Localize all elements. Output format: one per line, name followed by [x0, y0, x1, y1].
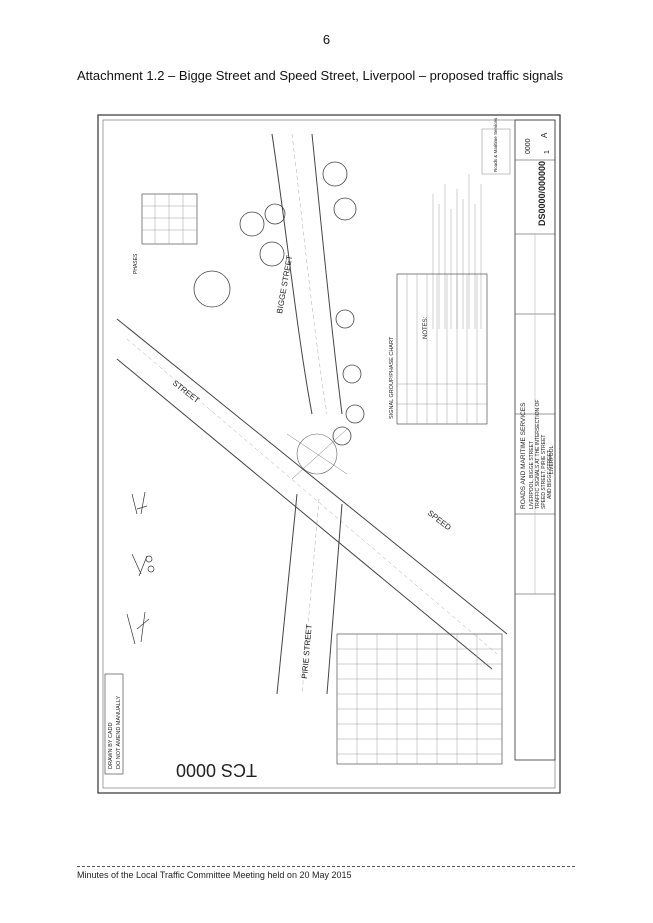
cadd-stamp: DRAWN BY CADD DO NOT AMEND MANUALLY [104, 673, 124, 775]
stamp-line-1: DRAWN BY CADD [108, 723, 114, 769]
rms-logo: Roads & Maritime Services [481, 117, 511, 175]
title-block: ROADS AND MARITIME SERVICES LIVERPOOL, B… [514, 119, 556, 761]
road-network [116, 133, 508, 695]
issue-number: 1 [544, 150, 551, 154]
footer-rule [77, 866, 575, 867]
title-block-line-5: LIVERPOOL [549, 445, 555, 474]
title-block-line-3: SPEED STREET, PIRIE STREET [541, 435, 547, 509]
drawing-number: DS0000/000000 [537, 161, 547, 226]
signal-phase-chart: SIGNAL GROUP/PHASE CHART [389, 273, 488, 425]
title-block-authority: ROADS AND MARITIME SERVICES [520, 402, 527, 509]
sheet-number: 0000 [525, 138, 532, 154]
page-number: 6 [322, 32, 331, 47]
stamp-line-2: DO NOT AMEND MANUALLY [116, 696, 122, 769]
phase-diagrams [126, 491, 155, 645]
footer-text: Minutes of the Local Traffic Committee M… [77, 870, 352, 880]
phases-table: PHASES [133, 193, 198, 274]
tree-symbols [193, 161, 365, 446]
phases-heading: PHASES [133, 253, 139, 274]
signal-chart-heading: SIGNAL GROUP/PHASE CHART [389, 336, 395, 419]
drawing-code: TCS 0000 [176, 760, 257, 780]
detector-table [336, 633, 503, 765]
title-block-line-1: LIVERPOOL, BIGGE STREET [529, 441, 535, 509]
attachment-title: Attachment 1.2 – Bigge Street and Speed … [77, 68, 564, 83]
issue-letter: A [540, 132, 549, 138]
agency-name: Roads & Maritime Services [493, 117, 498, 172]
title-block-line-2: TRAFFIC SIGNALS AT THE INTERSECTION OF [535, 400, 541, 509]
notes-heading: NOTES: [423, 316, 429, 339]
traffic-signal-plan-drawing: ROADS AND MARITIME SERVICES LIVERPOOL, B… [97, 114, 561, 794]
title-block-line-4: AND BIGGE STREET [547, 450, 553, 499]
